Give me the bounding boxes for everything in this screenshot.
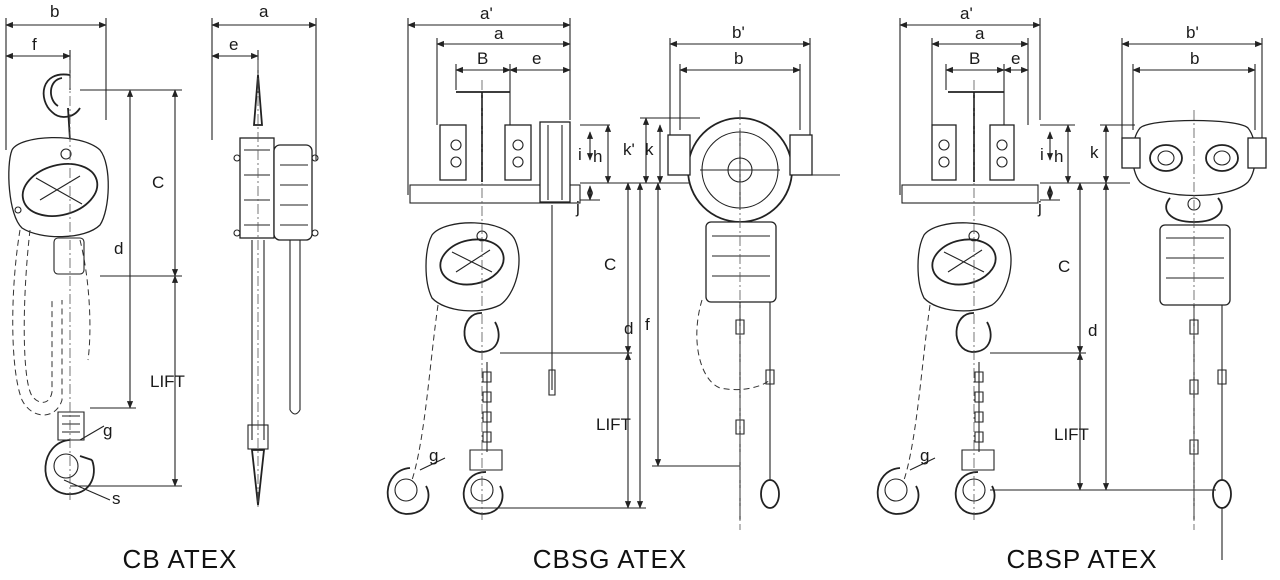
- cbsg-dim-k-prime: k': [623, 140, 635, 159]
- cbsp-dimension-lines: [899, 18, 1263, 491]
- cb-dim-s: s: [112, 489, 121, 508]
- cb-dim-C: C: [152, 173, 164, 192]
- cbsp-dim-j: j: [1037, 198, 1042, 217]
- cbsp-dim-a: a: [975, 24, 985, 43]
- cbsg-dim-f: f: [645, 315, 650, 334]
- cbsp-side-view: [1121, 110, 1267, 560]
- cbsp-dim-i: i: [1040, 145, 1044, 164]
- figure-cbsp-atex: a' a B e b' b k i h j C d LIFT g: [876, 4, 1267, 574]
- cb-dim-a: a: [259, 2, 269, 21]
- cbsg-dim-b-prime: b': [732, 23, 745, 42]
- cbsp-dim-d: d: [1088, 321, 1097, 340]
- cbsp-dim-a-prime: a': [960, 4, 973, 23]
- caption-cb-atex: CB ATEX: [123, 544, 238, 574]
- cbsp-dim-k: k: [1090, 143, 1099, 162]
- caption-cbsg-atex: CBSG ATEX: [533, 544, 687, 574]
- cbsg-dim-k: k: [645, 140, 654, 159]
- cbsp-dim-e: e: [1011, 49, 1020, 68]
- cbsg-dim-lift: LIFT: [596, 415, 631, 434]
- cbsp-dim-h: h: [1054, 147, 1063, 166]
- cbsg-dim-B: B: [477, 49, 488, 68]
- figure-cb-atex: b f a e C d LIFT g s: [5, 2, 319, 574]
- cbsp-dim-b-prime: b': [1186, 23, 1199, 42]
- cbsg-dim-e: e: [532, 49, 541, 68]
- figure-cbsg-atex: a' a B e b' b k' k i h j C d f LIFT g: [386, 4, 840, 574]
- cbsg-dim-j: j: [575, 198, 580, 217]
- cbsg-dim-b: b: [734, 49, 743, 68]
- cbsp-dim-B: B: [969, 49, 980, 68]
- cbsg-side-view: [667, 110, 840, 530]
- cbsp-dim-g: g: [920, 446, 929, 465]
- cbsg-dim-a: a: [494, 24, 504, 43]
- cbsp-front-view: [876, 80, 1039, 520]
- cb-dimension-lines: [5, 18, 317, 501]
- cbsg-dim-i: i: [578, 145, 582, 164]
- cbsg-front-view: [386, 80, 581, 520]
- cb-dim-f: f: [32, 35, 37, 54]
- cb-front-view: [8, 60, 109, 500]
- cb-dim-d: d: [114, 239, 123, 258]
- cbsp-dim-lift: LIFT: [1054, 425, 1089, 444]
- cbsp-dim-C: C: [1058, 257, 1070, 276]
- cb-dim-lift: LIFT: [150, 372, 185, 391]
- caption-cbsp-atex: CBSP ATEX: [1006, 544, 1157, 574]
- cbsg-dim-C: C: [604, 255, 616, 274]
- cbsg-dim-d: d: [624, 319, 633, 338]
- cbsg-dim-g: g: [429, 446, 438, 465]
- cbsp-dim-b: b: [1190, 49, 1199, 68]
- cbsg-dimension-lines: [407, 18, 811, 509]
- cb-dim-e: e: [229, 35, 238, 54]
- cbsg-dim-a-prime: a': [480, 4, 493, 23]
- cb-side-view: [233, 60, 319, 510]
- cb-dim-b: b: [50, 2, 59, 21]
- cb-dim-g: g: [103, 421, 112, 440]
- cbsg-dim-h: h: [593, 147, 602, 166]
